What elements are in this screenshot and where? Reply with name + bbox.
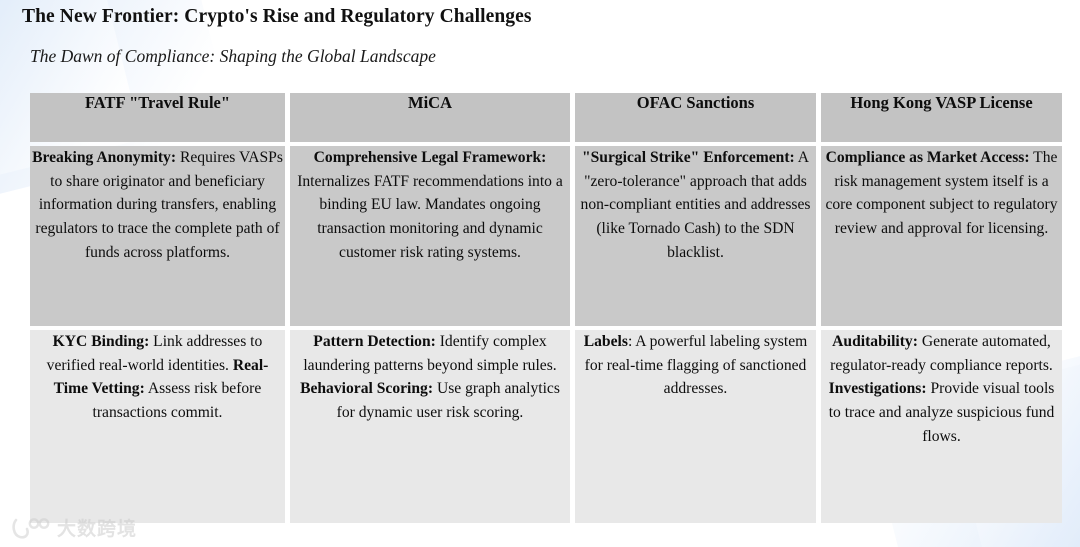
regulatory-comparison-table: FATF "Travel Rule" MiCA OFAC Sanctions H… (25, 89, 1067, 527)
table-cell-ofac-r1: "Surgical Strike" Enforcement: A "zero-t… (575, 146, 816, 326)
table-cell-mica-r2: Pattern Detection: Identify complex laun… (290, 330, 570, 523)
cell-text: Comprehensive Legal Framework: Internali… (297, 149, 563, 261)
cell-text: Compliance as Market Access: The risk ma… (825, 149, 1058, 238)
capability-response-row: KYC Binding: Link addresses to verified … (30, 330, 1062, 523)
table-cell-fatf-r2: KYC Binding: Link addresses to verified … (30, 330, 285, 523)
cell-text: KYC Binding: Link addresses to verified … (46, 333, 269, 422)
table-cell-hk-vasp-r1: Compliance as Market Access: The risk ma… (821, 146, 1062, 326)
table-cell-fatf-r1: Breaking Anonymity: Requires VASPs to sh… (30, 146, 285, 326)
cell-text: Labels: A powerful labeling system for r… (583, 333, 808, 398)
cell-text: Auditability: Generate automated, regula… (828, 333, 1055, 445)
column-header-ofac: OFAC Sanctions (575, 93, 816, 142)
table-body: Breaking Anonymity: Requires VASPs to sh… (30, 146, 1062, 523)
table-cell-ofac-r2: Labels: A powerful labeling system for r… (575, 330, 816, 523)
regulatory-definition-row: Breaking Anonymity: Requires VASPs to sh… (30, 146, 1062, 326)
slide-title: The New Frontier: Crypto's Rise and Regu… (22, 6, 532, 27)
cell-text: Pattern Detection: Identify complex laun… (300, 333, 560, 422)
table-cell-mica-r1: Comprehensive Legal Framework: Internali… (290, 146, 570, 326)
column-header-mica: MiCA (290, 93, 570, 142)
column-header-hk-vasp: Hong Kong VASP License (821, 93, 1062, 142)
table-header-row: FATF "Travel Rule" MiCA OFAC Sanctions H… (30, 93, 1062, 142)
table-cell-hk-vasp-r2: Auditability: Generate automated, regula… (821, 330, 1062, 523)
slide-subtitle: The Dawn of Compliance: Shaping the Glob… (30, 46, 436, 66)
cell-text: "Surgical Strike" Enforcement: A "zero-t… (580, 149, 811, 261)
column-header-fatf: FATF "Travel Rule" (30, 93, 285, 142)
cell-text: Breaking Anonymity: Requires VASPs to sh… (32, 149, 283, 261)
